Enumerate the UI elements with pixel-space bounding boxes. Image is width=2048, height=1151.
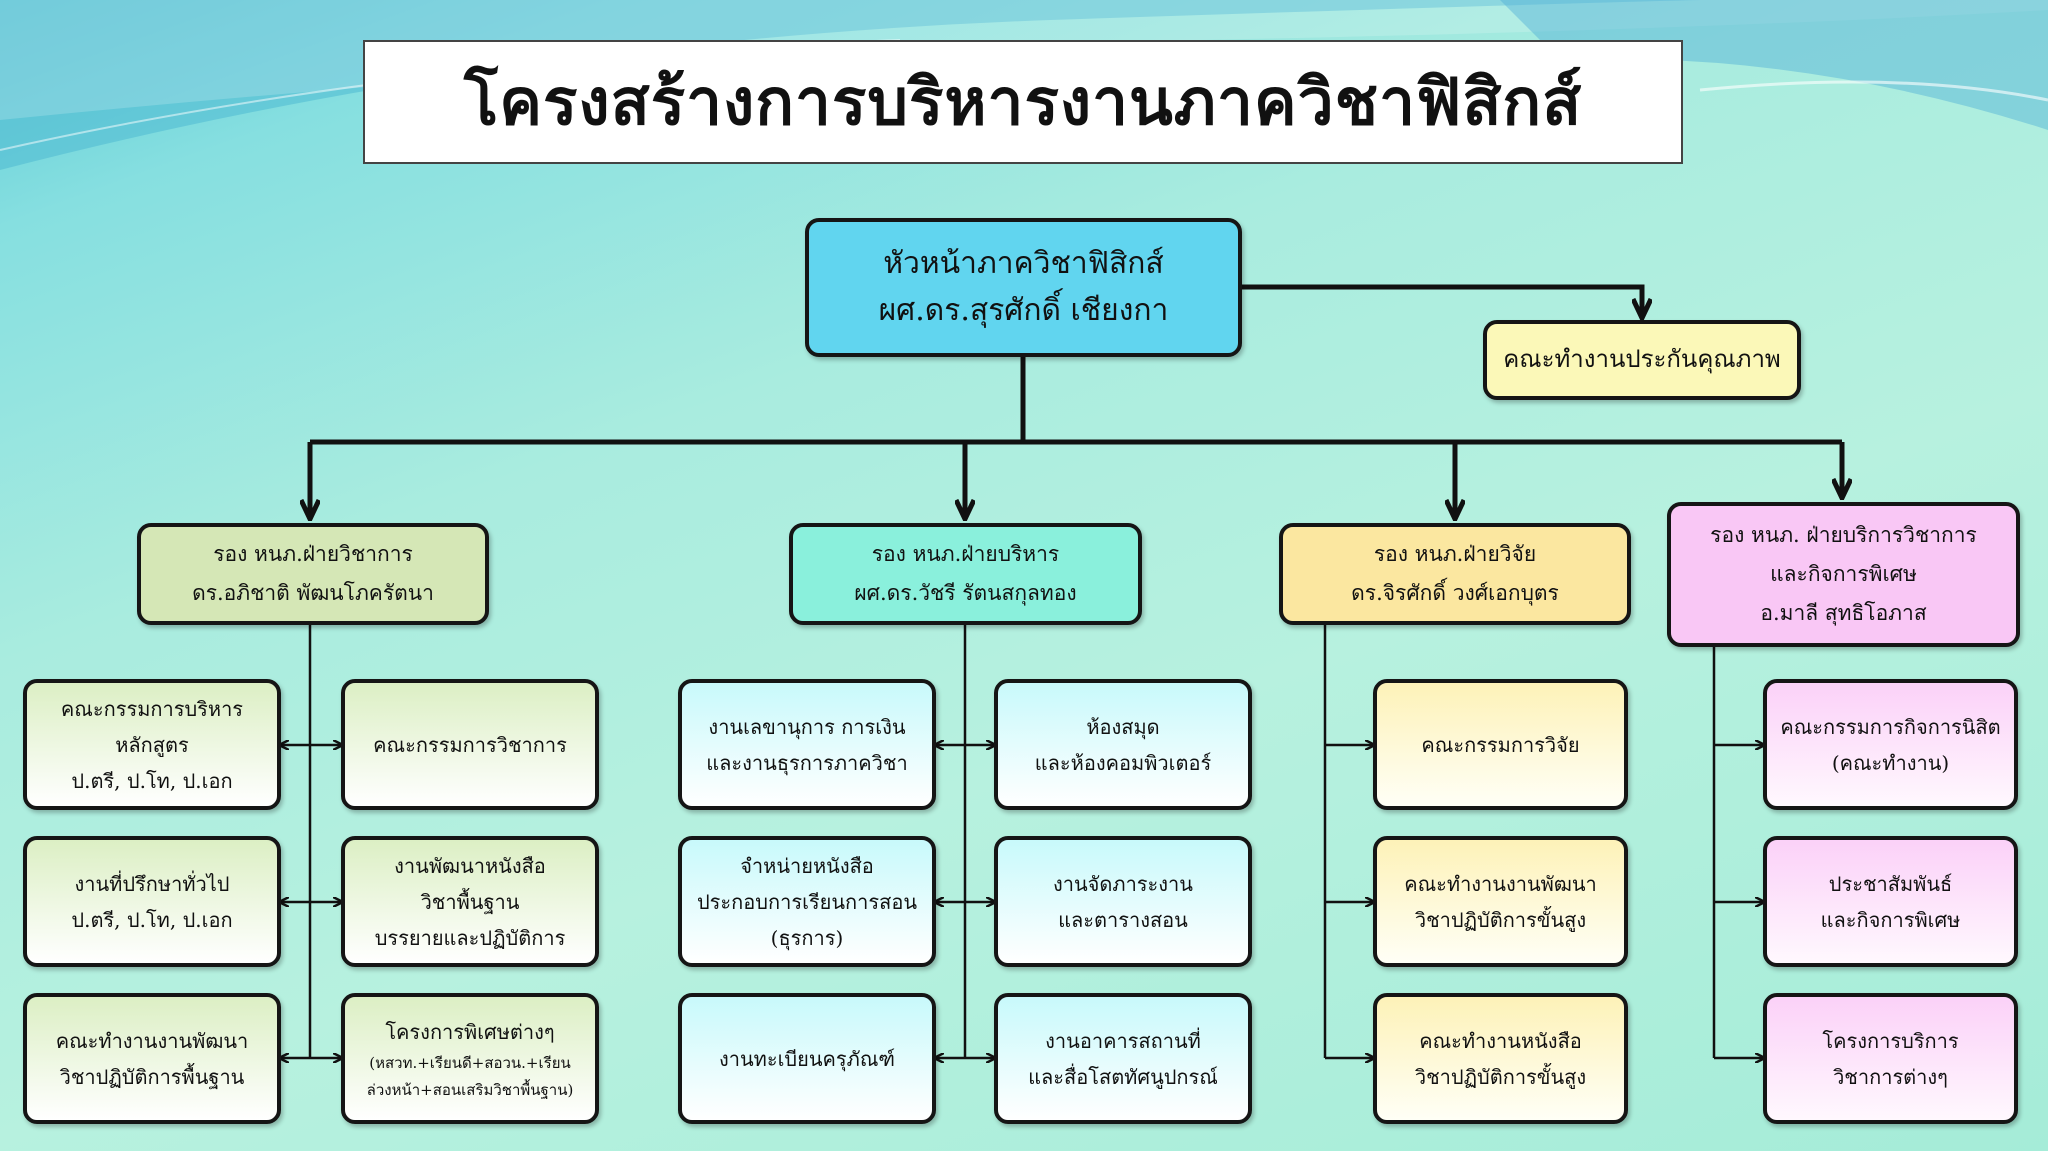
child-line: งานทะเบียนครุภัณฑ์ xyxy=(719,1046,895,1071)
child-book-sales[interactable]: จำหน่ายหนังสือ ประกอบการเรียนการสอน (ธุร… xyxy=(678,836,936,967)
child-library-computer[interactable]: ห้องสมุด และห้องคอมพิวเตอร์ xyxy=(994,679,1252,810)
branch-research-box[interactable]: รอง หนภ.ฝ่ายวิจัย ดร.จิรศักดิ์ วงศ์เอกบุ… xyxy=(1279,523,1631,625)
child-line: จำหน่ายหนังสือ xyxy=(740,853,874,878)
branch-administration-box[interactable]: รอง หนภ.ฝ่ายบริหาร ผศ.ดร.วัชรี รัตนสกุลท… xyxy=(789,523,1142,625)
child-line: วิชาปฏิบัติการขั้นสูง xyxy=(1414,907,1587,932)
child-special-projects[interactable]: โครงการพิเศษต่างๆ (หสวท.+เรียนดี+สอวน.+เ… xyxy=(341,993,599,1124)
branch-research-title: รอง หนภ.ฝ่ายวิจัย xyxy=(1373,542,1537,567)
child-line: งานอาคารสถานที่ xyxy=(1045,1028,1201,1053)
branch-services-title: รอง หนภ. ฝ่ายบริการวิชาการ xyxy=(1710,523,1977,548)
child-line: (ธุรการ) xyxy=(770,925,844,950)
child-general-advising[interactable]: งานที่ปรึกษาทั่วไป ป.ตรี, ป.โท, ป.เอก xyxy=(23,836,281,967)
head-title: หัวหน้าภาควิชาฟิสิกส์ xyxy=(883,246,1164,281)
quality-assurance-box[interactable]: คณะทำงานประกันคุณภาพ xyxy=(1483,320,1801,400)
branch-research-name: ดร.จิรศักดิ์ วงศ์เอกบุตร xyxy=(1351,581,1559,605)
child-line: วิชาพื้นฐาน xyxy=(420,889,520,914)
child-line: คณะทำงานงานพัฒนา xyxy=(55,1028,249,1053)
child-line: คณะกรรมการบริหาร xyxy=(60,696,244,721)
child-line: ล่วงหน้า+สอนเสริมวิชาพื้นฐาน) xyxy=(366,1080,574,1099)
child-line: โครงการบริการ xyxy=(1822,1028,1959,1053)
child-line: ป.ตรี, ป.โท, ป.เอก xyxy=(71,768,233,793)
head-name: ผศ.ดร.สุรศักดิ์ เชียงกา xyxy=(878,292,1169,328)
branch-administration-title: รอง หนภ.ฝ่ายบริหาร xyxy=(871,542,1060,567)
child-facilities-av[interactable]: งานอาคารสถานที่ และสื่อโสตทัศนูปกรณ์ xyxy=(994,993,1252,1124)
child-line: ประชาสัมพันธ์ xyxy=(1828,871,1953,896)
child-line: วิชาปฏิบัติการพื้นฐาน xyxy=(59,1064,245,1089)
diagram-title: โครงสร้างการบริหารงานภาควิชาฟิสิกส์ xyxy=(463,65,1583,140)
child-line: งานเลขานุการ การเงิน xyxy=(708,714,906,739)
child-line: คณะกรรมการวิจัย xyxy=(1421,732,1580,757)
child-line: งานที่ปรึกษาทั่วไป xyxy=(74,871,230,896)
child-advanced-lab-development[interactable]: คณะทำงานงานพัฒนา วิชาปฏิบัติการขั้นสูง xyxy=(1373,836,1628,967)
child-line: (หสวท.+เรียนดี+สอวน.+เรียน xyxy=(369,1054,571,1073)
child-student-affairs[interactable]: คณะกรรมการกิจการนิสิต (คณะทำงาน) xyxy=(1763,679,2018,810)
child-line: ประกอบการเรียนการสอน xyxy=(696,889,918,914)
child-line: และงานธุรการภาควิชา xyxy=(706,750,908,775)
department-head-box[interactable]: หัวหน้าภาควิชาฟิสิกส์ ผศ.ดร.สุรศักดิ์ เช… xyxy=(805,218,1242,357)
child-line: และห้องคอมพิวเตอร์ xyxy=(1034,750,1212,775)
child-line: และตารางสอน xyxy=(1058,907,1188,932)
child-curriculum-committee[interactable]: คณะกรรมการบริหาร หลักสูตร ป.ตรี, ป.โท, ป… xyxy=(23,679,281,810)
child-line: ป.ตรี, ป.โท, ป.เอก xyxy=(71,907,233,932)
child-line: และสื่อโสตทัศนูปกรณ์ xyxy=(1028,1064,1218,1089)
child-line: งานพัฒนาหนังสือ xyxy=(394,853,546,878)
child-public-relations[interactable]: ประชาสัมพันธ์ และกิจการพิเศษ xyxy=(1763,836,2018,967)
child-academic-committee[interactable]: คณะกรรมการวิชาการ xyxy=(341,679,599,810)
child-line: คณะทำงานหนังสือ xyxy=(1419,1028,1582,1053)
child-line: คณะกรรมการวิชาการ xyxy=(373,732,567,757)
child-academic-service-projects[interactable]: โครงการบริการ วิชาการต่างๆ xyxy=(1763,993,2018,1124)
child-line: งานจัดภาระงาน xyxy=(1053,871,1193,896)
child-line: และกิจการพิเศษ xyxy=(1820,907,1961,932)
branch-services-box[interactable]: รอง หนภ. ฝ่ายบริการวิชาการ และกิจการพิเศ… xyxy=(1667,502,2020,647)
child-workload-timetable[interactable]: งานจัดภาระงาน และตารางสอน xyxy=(994,836,1252,967)
child-line: โครงการพิเศษต่างๆ xyxy=(385,1020,555,1045)
child-line: ห้องสมุด xyxy=(1086,714,1160,739)
diagram-title-box: โครงสร้างการบริหารงานภาควิชาฟิสิกส์ xyxy=(363,40,1683,164)
child-line: คณะกรรมการกิจการนิสิต xyxy=(1780,714,2001,739)
child-line: วิชาปฏิบัติการขั้นสูง xyxy=(1414,1064,1587,1089)
department-head-text: หัวหน้าภาควิชาฟิสิกส์ ผศ.ดร.สุรศักดิ์ เช… xyxy=(879,241,1169,334)
quality-label: คณะทำงานประกันคุณภาพ xyxy=(1503,345,1781,374)
branch-administration-name: ผศ.ดร.วัชรี รัตนสกุลทอง xyxy=(854,581,1077,605)
child-line: หลักสูตร xyxy=(115,732,189,757)
child-line: บรรยายและปฏิบัติการ xyxy=(374,925,566,950)
child-textbook-development[interactable]: งานพัฒนาหนังสือ วิชาพื้นฐาน บรรยายและปฏิ… xyxy=(341,836,599,967)
child-advanced-lab-book[interactable]: คณะทำงานหนังสือ วิชาปฏิบัติการขั้นสูง xyxy=(1373,993,1628,1124)
child-research-committee[interactable]: คณะกรรมการวิจัย xyxy=(1373,679,1628,810)
branch-academic-box[interactable]: รอง หนภ.ฝ่ายวิชาการ ดร.อภิชาติ พัฒนโภครั… xyxy=(137,523,489,625)
child-equipment-registry[interactable]: งานทะเบียนครุภัณฑ์ xyxy=(678,993,936,1124)
child-line: วิชาการต่างๆ xyxy=(1833,1064,1948,1089)
branch-academic-title: รอง หนภ.ฝ่ายวิชาการ xyxy=(213,542,413,567)
child-secretary-finance[interactable]: งานเลขานุการ การเงิน และงานธุรการภาควิชา xyxy=(678,679,936,810)
branch-services-name: อ.มาลี สุทธิโอภาส xyxy=(1760,600,1927,625)
child-basic-lab-development[interactable]: คณะทำงานงานพัฒนา วิชาปฏิบัติการพื้นฐาน xyxy=(23,993,281,1124)
branch-services-subtitle: และกิจการพิเศษ xyxy=(1770,562,1917,587)
child-line: คณะทำงานงานพัฒนา xyxy=(1404,871,1597,896)
branch-academic-name: ดร.อภิชาติ พัฒนโภครัตนา xyxy=(192,581,434,605)
child-line: (คณะทำงาน) xyxy=(1831,750,1950,775)
